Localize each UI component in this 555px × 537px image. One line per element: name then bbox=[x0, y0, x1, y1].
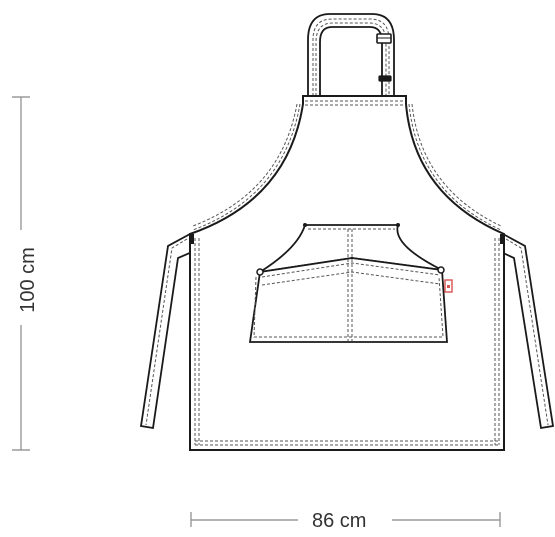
front-pocket bbox=[248, 223, 453, 343]
height-dimension-label: 100 cm bbox=[17, 247, 39, 313]
height-dimension bbox=[12, 96, 30, 451]
left-waist-tie bbox=[139, 232, 193, 430]
pocket-rivet-right bbox=[437, 266, 445, 274]
strap-buckle-upper bbox=[376, 33, 392, 44]
pocket-rivet-left bbox=[256, 268, 264, 276]
width-dimension bbox=[190, 512, 501, 527]
pocket-rivet-top-right bbox=[396, 223, 400, 227]
left-rivet bbox=[189, 234, 194, 244]
width-dimension-label: 86 cm bbox=[312, 510, 367, 532]
neck-strap bbox=[307, 13, 395, 97]
right-rivet bbox=[500, 234, 505, 244]
pocket-rivet-top-left bbox=[303, 223, 307, 227]
right-waist-tie bbox=[500, 232, 555, 430]
strap-buckle-lower bbox=[378, 75, 392, 82]
